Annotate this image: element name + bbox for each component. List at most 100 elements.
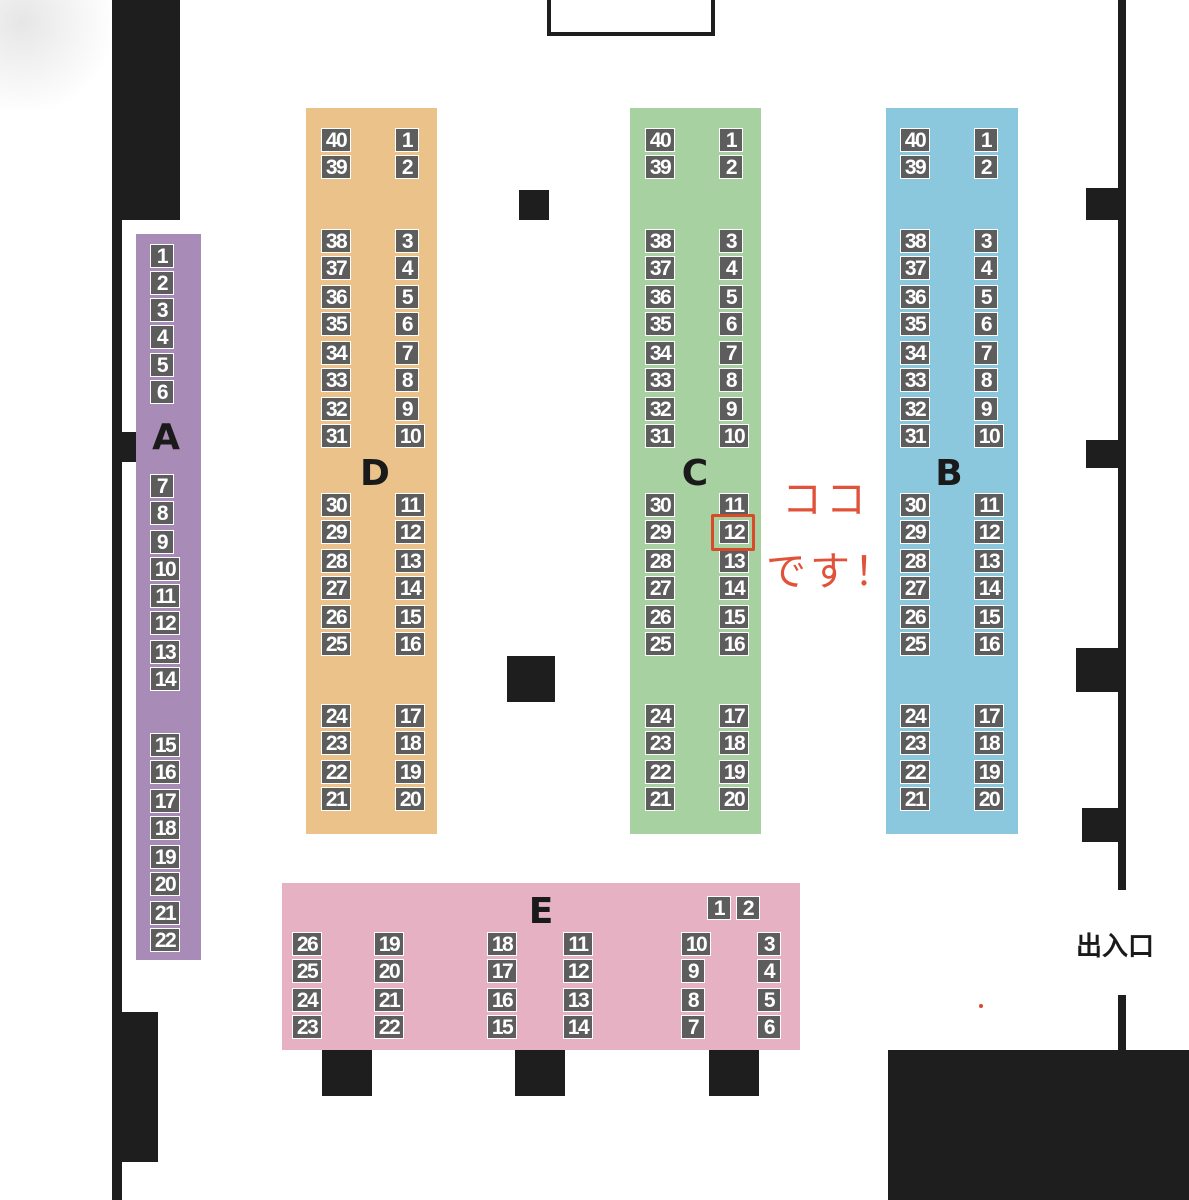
- booth-b-24[interactable]: 24: [900, 704, 930, 728]
- booth-b-19[interactable]: 19: [974, 760, 1004, 784]
- booth-e-11[interactable]: 11: [563, 932, 593, 956]
- booth-c-19[interactable]: 19: [719, 760, 749, 784]
- booth-b-6[interactable]: 6: [974, 312, 998, 336]
- booth-e-20[interactable]: 20: [374, 959, 404, 983]
- booth-c-14[interactable]: 14: [719, 576, 749, 600]
- booth-d-7[interactable]: 7: [395, 341, 419, 365]
- booth-b-25[interactable]: 25: [900, 632, 930, 656]
- booth-a-15[interactable]: 15: [150, 733, 180, 757]
- booth-d-37[interactable]: 37: [321, 256, 351, 280]
- booth-d-2[interactable]: 2: [395, 155, 419, 179]
- booth-d-13[interactable]: 13: [395, 549, 425, 573]
- booth-a-3[interactable]: 3: [150, 298, 174, 322]
- booth-a-2[interactable]: 2: [150, 271, 174, 295]
- booth-a-22[interactable]: 22: [150, 928, 180, 952]
- booth-b-22[interactable]: 22: [900, 760, 930, 784]
- booth-c-26[interactable]: 26: [645, 605, 675, 629]
- booth-a-6[interactable]: 6: [150, 380, 174, 404]
- booth-c-29[interactable]: 29: [645, 520, 675, 544]
- booth-d-15[interactable]: 15: [395, 605, 425, 629]
- booth-d-17[interactable]: 17: [395, 704, 425, 728]
- booth-e-21[interactable]: 21: [374, 988, 404, 1012]
- booth-b-18[interactable]: 18: [974, 731, 1004, 755]
- booth-d-24[interactable]: 24: [321, 704, 351, 728]
- booth-e-4[interactable]: 4: [757, 959, 781, 983]
- booth-a-13[interactable]: 13: [150, 640, 180, 664]
- booth-d-22[interactable]: 22: [321, 760, 351, 784]
- booth-d-38[interactable]: 38: [321, 229, 351, 253]
- booth-b-29[interactable]: 29: [900, 520, 930, 544]
- booth-b-40[interactable]: 40: [900, 128, 930, 152]
- booth-e-16[interactable]: 16: [487, 988, 517, 1012]
- booth-d-20[interactable]: 20: [395, 787, 425, 811]
- booth-b-3[interactable]: 3: [974, 229, 998, 253]
- booth-b-5[interactable]: 5: [974, 285, 998, 309]
- booth-c-8[interactable]: 8: [719, 368, 743, 392]
- booth-c-17[interactable]: 17: [719, 704, 749, 728]
- booth-c-36[interactable]: 36: [645, 285, 675, 309]
- booth-c-12[interactable]: 12: [719, 520, 749, 544]
- booth-a-19[interactable]: 19: [150, 845, 180, 869]
- booth-c-23[interactable]: 23: [645, 731, 675, 755]
- booth-b-13[interactable]: 13: [974, 549, 1004, 573]
- booth-e-7[interactable]: 7: [681, 1015, 705, 1039]
- booth-d-36[interactable]: 36: [321, 285, 351, 309]
- booth-c-21[interactable]: 21: [645, 787, 675, 811]
- booth-c-25[interactable]: 25: [645, 632, 675, 656]
- booth-d-16[interactable]: 16: [395, 632, 425, 656]
- booth-c-30[interactable]: 30: [645, 493, 675, 517]
- booth-b-34[interactable]: 34: [900, 341, 930, 365]
- booth-c-1[interactable]: 1: [719, 128, 743, 152]
- booth-a-14[interactable]: 14: [150, 667, 180, 691]
- booth-e-14[interactable]: 14: [563, 1015, 593, 1039]
- booth-d-39[interactable]: 39: [321, 155, 351, 179]
- booth-e-24[interactable]: 24: [292, 988, 322, 1012]
- booth-c-35[interactable]: 35: [645, 312, 675, 336]
- booth-a-5[interactable]: 5: [150, 353, 174, 377]
- booth-d-5[interactable]: 5: [395, 285, 419, 309]
- booth-e-8[interactable]: 8: [681, 988, 705, 1012]
- booth-b-7[interactable]: 7: [974, 341, 998, 365]
- booth-b-39[interactable]: 39: [900, 155, 930, 179]
- booth-b-2[interactable]: 2: [974, 155, 998, 179]
- booth-c-28[interactable]: 28: [645, 549, 675, 573]
- booth-d-14[interactable]: 14: [395, 576, 425, 600]
- booth-c-6[interactable]: 6: [719, 312, 743, 336]
- booth-b-8[interactable]: 8: [974, 368, 998, 392]
- booth-d-33[interactable]: 33: [321, 368, 351, 392]
- booth-e-23[interactable]: 23: [292, 1015, 322, 1039]
- booth-b-14[interactable]: 14: [974, 576, 1004, 600]
- booth-e-6[interactable]: 6: [757, 1015, 781, 1039]
- booth-a-16[interactable]: 16: [150, 760, 180, 784]
- booth-d-18[interactable]: 18: [395, 731, 425, 755]
- booth-b-12[interactable]: 12: [974, 520, 1004, 544]
- booth-c-31[interactable]: 31: [645, 424, 675, 448]
- booth-b-11[interactable]: 11: [974, 493, 1004, 517]
- booth-a-10[interactable]: 10: [150, 557, 180, 581]
- booth-d-19[interactable]: 19: [395, 760, 425, 784]
- booth-e-5[interactable]: 5: [757, 988, 781, 1012]
- booth-b-1[interactable]: 1: [974, 128, 998, 152]
- booth-b-38[interactable]: 38: [900, 229, 930, 253]
- booth-c-13[interactable]: 13: [719, 549, 749, 573]
- booth-c-16[interactable]: 16: [719, 632, 749, 656]
- booth-c-7[interactable]: 7: [719, 341, 743, 365]
- booth-e-3[interactable]: 3: [757, 932, 781, 956]
- booth-b-16[interactable]: 16: [974, 632, 1004, 656]
- booth-b-32[interactable]: 32: [900, 397, 930, 421]
- booth-c-15[interactable]: 15: [719, 605, 749, 629]
- booth-d-35[interactable]: 35: [321, 312, 351, 336]
- booth-e-19[interactable]: 19: [374, 932, 404, 956]
- booth-d-30[interactable]: 30: [321, 493, 351, 517]
- booth-c-5[interactable]: 5: [719, 285, 743, 309]
- booth-a-1[interactable]: 1: [150, 244, 174, 268]
- booth-b-10[interactable]: 10: [974, 424, 1004, 448]
- booth-c-18[interactable]: 18: [719, 731, 749, 755]
- booth-d-9[interactable]: 9: [395, 397, 419, 421]
- booth-c-32[interactable]: 32: [645, 397, 675, 421]
- booth-b-9[interactable]: 9: [974, 397, 998, 421]
- booth-b-23[interactable]: 23: [900, 731, 930, 755]
- booth-c-11[interactable]: 11: [719, 493, 749, 517]
- booth-a-9[interactable]: 9: [150, 530, 174, 554]
- booth-d-10[interactable]: 10: [395, 424, 425, 448]
